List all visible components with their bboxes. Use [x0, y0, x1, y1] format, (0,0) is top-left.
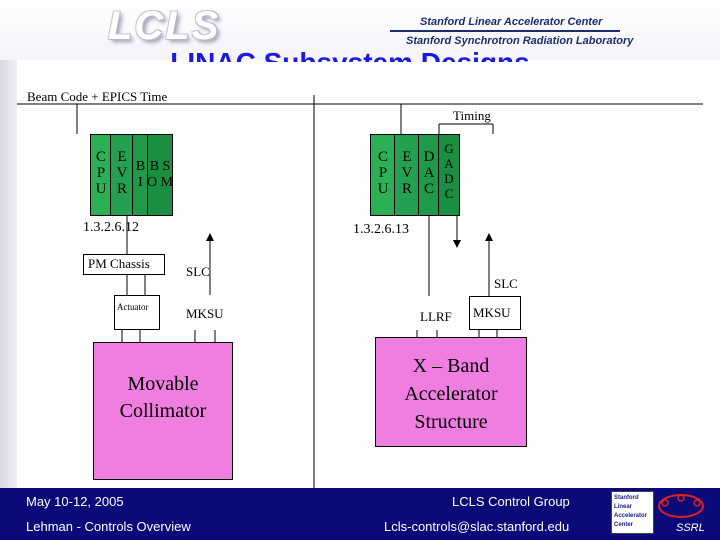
diagram: Beam Code + EPICS Time Timing C P U E V …	[17, 62, 703, 488]
right-card-evr: E V R	[394, 134, 420, 216]
pm-chassis-label: PM Chassis	[88, 256, 150, 271]
actuator-label: Actuator	[117, 302, 149, 312]
left-ip-label: 1.3.2.6.12	[83, 220, 139, 235]
left-card-bom: B S O M	[147, 134, 173, 216]
collimator-box: Movable Collimator	[93, 342, 233, 480]
right-dac-text: D A C	[423, 149, 435, 197]
footer-date: May 10-12, 2005	[26, 494, 124, 509]
right-cpu-text: C P U	[377, 149, 389, 197]
right-evr-text: E V R	[401, 149, 413, 197]
beam-code-label: Beam Code + EPICS Time	[27, 89, 168, 104]
xband-box: X – Band Accelerator Structure	[375, 337, 527, 447]
left-bom-text: B S O M	[146, 159, 174, 190]
mksu-right-label: MKSU	[473, 305, 511, 320]
actuator-box: Actuator	[114, 295, 160, 330]
left-bio-text: B I	[135, 159, 146, 190]
left-card-evr: E V R	[110, 134, 134, 216]
xband-label: X – Band Accelerator Structure	[404, 355, 498, 433]
llrf-label: LLRF	[420, 309, 452, 324]
left-evr-text: E V R	[116, 149, 128, 197]
ssrl-logo-text: SSRL	[676, 522, 705, 534]
slac-badge: Stanford Linear Accelerator Center	[611, 491, 654, 534]
slc-left-label: SLC	[186, 264, 210, 279]
lcls-logo: LCLS	[108, 4, 221, 48]
timing-label: Timing	[453, 108, 491, 123]
footer-email: Lcls-controls@slac.stanford.edu	[384, 519, 570, 534]
footer-presenter: Lehman - Controls Overview	[26, 519, 191, 534]
mksu-left-label: MKSU	[186, 306, 224, 321]
right-card-cpu: C P U	[370, 134, 396, 216]
left-card-cpu: C P U	[90, 134, 112, 216]
mksu-left-box: MKSU	[183, 295, 231, 330]
right-ip-label: 1.3.2.6.13	[353, 222, 409, 237]
left-cpu-text: C P U	[95, 149, 107, 197]
llrf-box: LLRF	[405, 296, 467, 330]
right-card-gadc: G A D C	[438, 134, 460, 216]
connector-lines	[17, 95, 703, 488]
org-line-2: Stanford Synchrotron Radiation Laborator…	[406, 35, 634, 47]
mksu-right-box: MKSU	[469, 296, 521, 330]
collimator-label: Movable Collimator	[119, 373, 207, 422]
footer-bar	[0, 488, 720, 540]
pm-chassis-box: PM Chassis	[83, 254, 165, 275]
org-rule	[390, 30, 620, 32]
slac-badge-text: Stanford Linear Accelerator Center	[614, 495, 648, 528]
org-line-1: Stanford Linear Accelerator Center	[420, 16, 603, 28]
footer-group: LCLS Control Group	[452, 494, 570, 509]
slc-right-label: SLC	[494, 276, 518, 291]
ssrl-ring-icon	[658, 494, 704, 518]
right-gadc-text: G A D C	[444, 141, 454, 201]
left-side-bar	[0, 60, 17, 490]
right-card-dac: D A C	[418, 134, 440, 216]
